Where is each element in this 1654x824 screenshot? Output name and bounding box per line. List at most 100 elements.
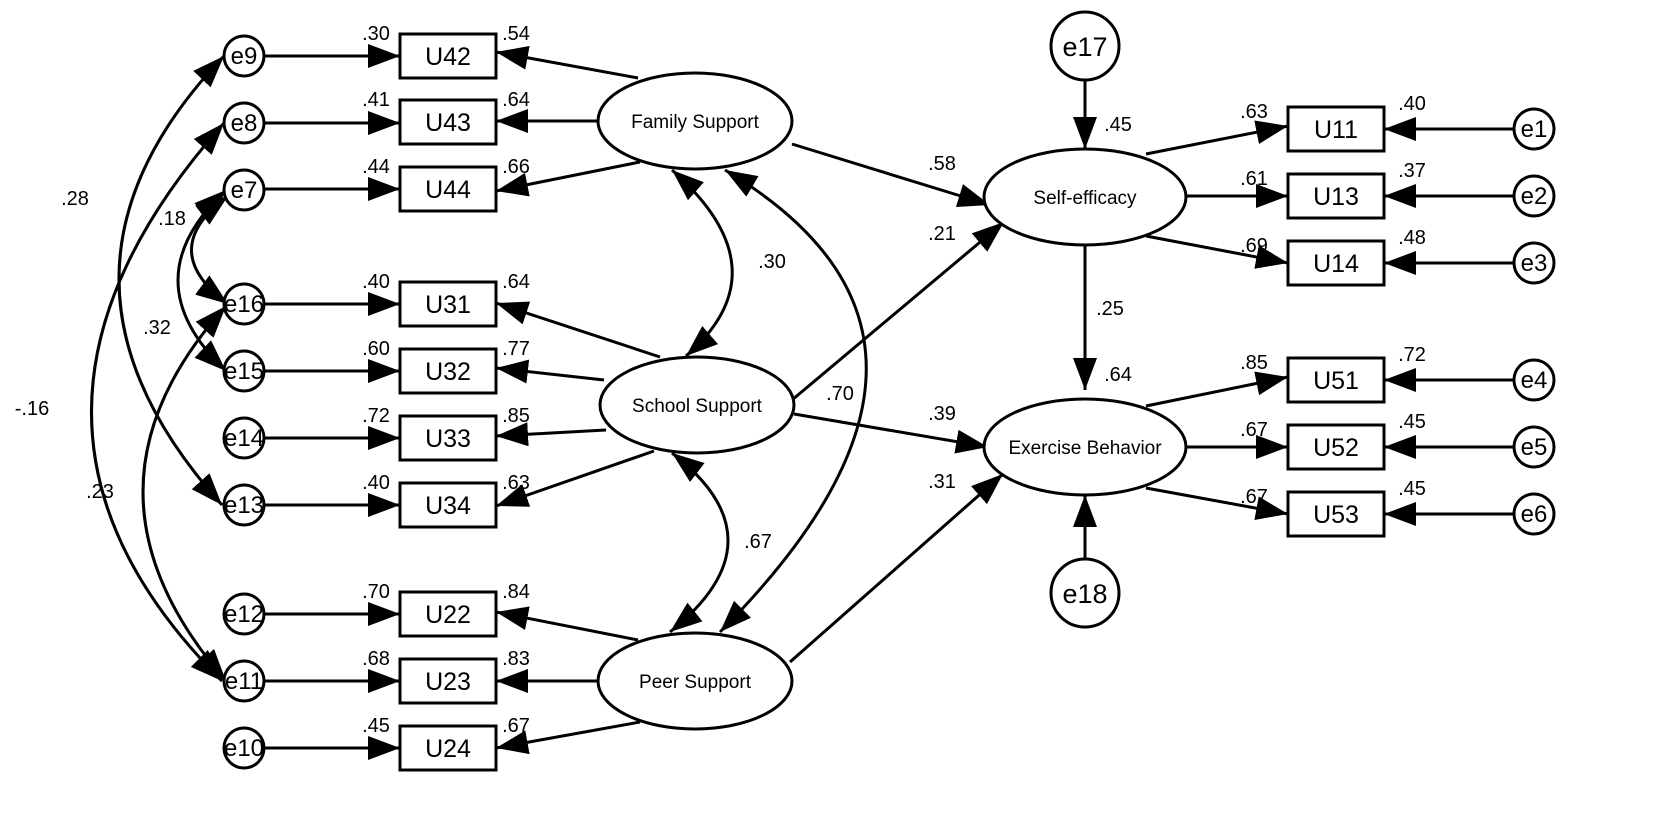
r2-u42: .30 xyxy=(362,23,390,45)
label-e6: e6 xyxy=(1521,501,1548,528)
arrow-exercise-u51 xyxy=(1145,371,1289,408)
arrow-school-u31 xyxy=(495,301,661,359)
box-u14 xyxy=(1286,239,1386,287)
corr-e7-e15: .18 xyxy=(158,208,186,230)
loading-u34: .63 xyxy=(502,472,530,494)
coef-peer-exercise: .31 xyxy=(928,471,956,493)
corr-e8-e11: -.16 xyxy=(15,398,49,420)
label-u22: U22 xyxy=(425,601,471,629)
error-e8 xyxy=(222,101,266,145)
r2-u31: .40 xyxy=(362,271,390,293)
latent-school-support xyxy=(598,355,796,455)
label-e7: e7 xyxy=(231,177,258,204)
label-family-support: Family Support xyxy=(631,112,759,133)
arrow-school-selfeff xyxy=(791,220,1005,402)
error-e5 xyxy=(1512,425,1556,469)
error-e7 xyxy=(222,168,266,212)
box-u32 xyxy=(398,347,498,395)
label-u52: U52 xyxy=(1313,434,1359,462)
loading-u14: .69 xyxy=(1240,235,1268,257)
arrow-selfeff-u11 xyxy=(1145,120,1289,156)
label-u43: U43 xyxy=(425,109,471,137)
loading-u32: .77 xyxy=(502,338,530,360)
corr-e9-e13: .28 xyxy=(61,188,89,210)
label-u42: U42 xyxy=(425,43,471,71)
label-u13: U13 xyxy=(1313,183,1359,211)
label-u23: U23 xyxy=(425,668,471,696)
label-e4: e4 xyxy=(1521,367,1548,394)
r2-u43: .41 xyxy=(362,89,390,111)
r2-u24: .45 xyxy=(362,715,390,737)
latent-peer-support xyxy=(596,631,794,731)
box-u51 xyxy=(1286,356,1386,404)
label-e1: e1 xyxy=(1521,116,1548,143)
box-u34 xyxy=(398,481,498,529)
label-u32: U32 xyxy=(425,358,471,386)
r2-u13: .37 xyxy=(1398,160,1426,182)
label-e12: e12 xyxy=(224,601,264,628)
r2-u51: .72 xyxy=(1398,344,1426,366)
label-e10: e10 xyxy=(224,735,264,762)
r2-u34: .40 xyxy=(362,472,390,494)
corr-e7-e16: .32 xyxy=(143,317,171,339)
arrow-peer-u22 xyxy=(495,606,639,642)
label-u51: U51 xyxy=(1313,367,1359,395)
error-e18 xyxy=(1049,557,1121,629)
corr-school-peer: .67 xyxy=(744,531,772,553)
corr-e16-e11: .23 xyxy=(86,481,114,503)
arrow-peer-exercise xyxy=(789,472,1004,664)
loading-u42: .54 xyxy=(502,23,530,45)
r2-u22: .70 xyxy=(362,581,390,603)
arrow-school-u32 xyxy=(495,359,605,384)
corr-family-school: .30 xyxy=(758,251,786,273)
label-u44: U44 xyxy=(425,176,471,204)
box-u22 xyxy=(398,590,498,638)
latent-family-support xyxy=(596,71,794,171)
corr-family-peer: .70 xyxy=(826,383,854,405)
error-e1 xyxy=(1512,107,1556,151)
box-u24 xyxy=(398,724,498,772)
coef-selfeff-exercise: .25 xyxy=(1096,298,1124,320)
cov-e9-e13 xyxy=(117,54,226,507)
r2-selfeff: .45 xyxy=(1104,114,1132,136)
box-u43 xyxy=(398,98,498,146)
r2-u33: .72 xyxy=(362,405,390,427)
loading-u11: .63 xyxy=(1240,101,1268,123)
box-u13 xyxy=(1286,172,1386,220)
loading-u22: .84 xyxy=(502,581,530,603)
cov-family-school xyxy=(671,168,734,358)
error-e16 xyxy=(222,282,266,326)
r2-u14: .48 xyxy=(1398,227,1426,249)
label-u31: U31 xyxy=(425,291,471,319)
loading-u53: .67 xyxy=(1240,486,1268,508)
label-peer-support: Peer Support xyxy=(639,672,752,693)
label-e15: e15 xyxy=(224,358,264,385)
coef-school-selfeff: .21 xyxy=(928,223,956,245)
label-e3: e3 xyxy=(1521,250,1548,277)
error-e13 xyxy=(222,483,266,527)
arrow-school-u34 xyxy=(495,449,655,508)
box-u42 xyxy=(398,32,498,80)
r2-exercise: .64 xyxy=(1104,364,1132,386)
label-e16: e16 xyxy=(224,291,264,318)
loading-u44: .66 xyxy=(502,156,530,178)
box-u44 xyxy=(398,165,498,213)
label-u34: U34 xyxy=(425,492,471,520)
coef-school-exercise: .39 xyxy=(928,403,956,425)
loading-u52: .67 xyxy=(1240,419,1268,441)
loading-u31: .64 xyxy=(502,271,530,293)
label-u33: U33 xyxy=(425,425,471,453)
label-self-efficacy: Self-efficacy xyxy=(1033,188,1137,209)
cov-e16-e11 xyxy=(141,304,228,682)
arrow-family-selfeff xyxy=(791,142,991,208)
label-e2: e2 xyxy=(1521,183,1548,210)
arrow-school-u33 xyxy=(495,422,607,447)
error-e9 xyxy=(222,34,266,78)
r2-u23: .68 xyxy=(362,648,390,670)
error-e2 xyxy=(1512,174,1556,218)
label-u14: U14 xyxy=(1313,250,1359,278)
loading-u43: .64 xyxy=(502,89,530,111)
box-u31 xyxy=(398,280,498,328)
arrow-exercise-u53 xyxy=(1145,486,1289,521)
